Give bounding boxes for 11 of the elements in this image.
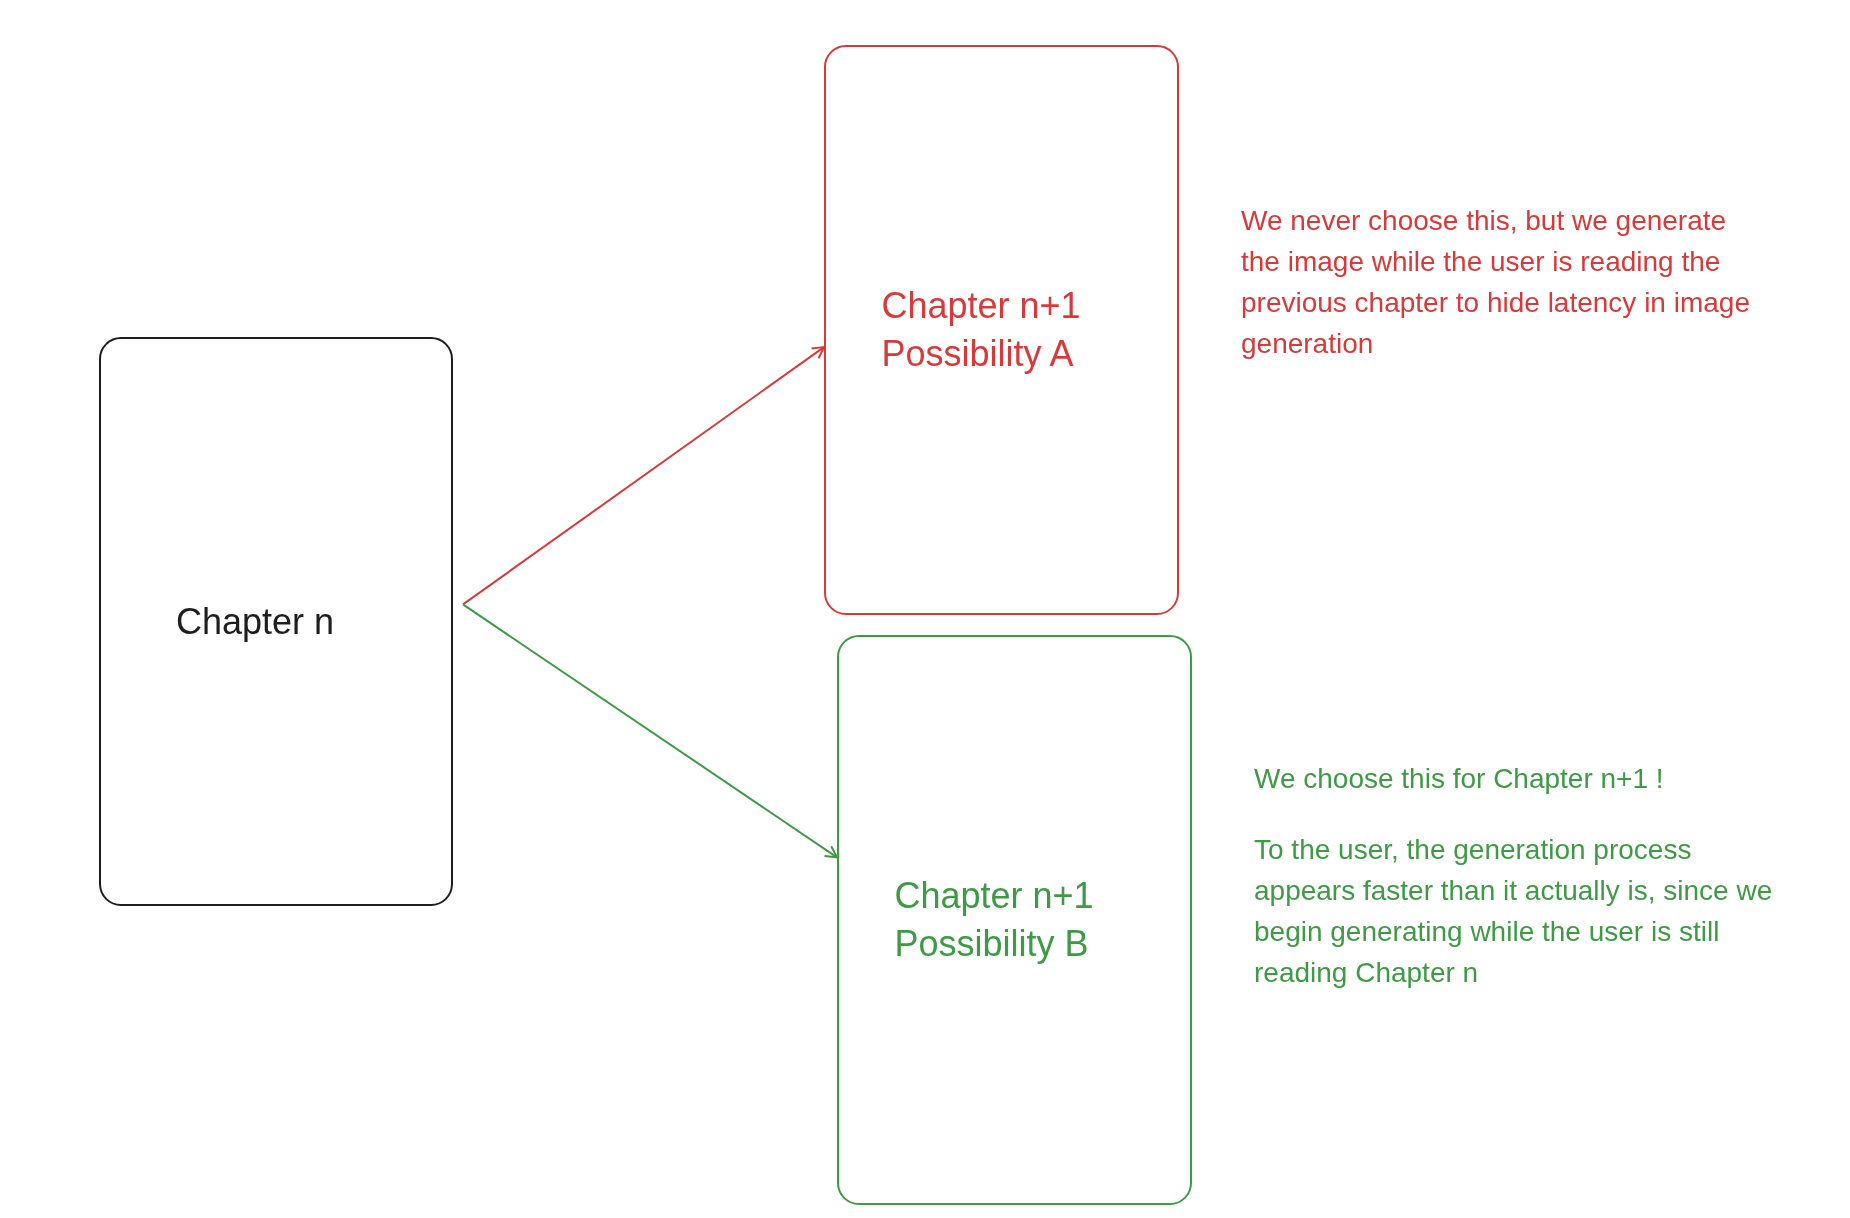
chapter-card: [824, 45, 1179, 615]
note-text: To the user, the generation process appears faster than it actually is, since we begin generating while the user is still reading Chapter n: [1254, 833, 1774, 990]
card-title: Chapter n: [176, 599, 336, 644]
chapter-card: [837, 635, 1192, 1205]
note-text: We never choose this, but we generate the image while the user is reading the previous chapter to hide latency in image generation: [1241, 204, 1751, 361]
arrow: [462, 346, 825, 606]
note-text: We choose this for Chapter n+1 !: [1254, 762, 1665, 796]
chapter-card: [99, 337, 453, 906]
card-title: Chapter n+1 Possibility A: [881, 284, 1082, 376]
arrow: [462, 603, 838, 859]
card-title: Chapter n+1 Possibility B: [894, 874, 1095, 966]
